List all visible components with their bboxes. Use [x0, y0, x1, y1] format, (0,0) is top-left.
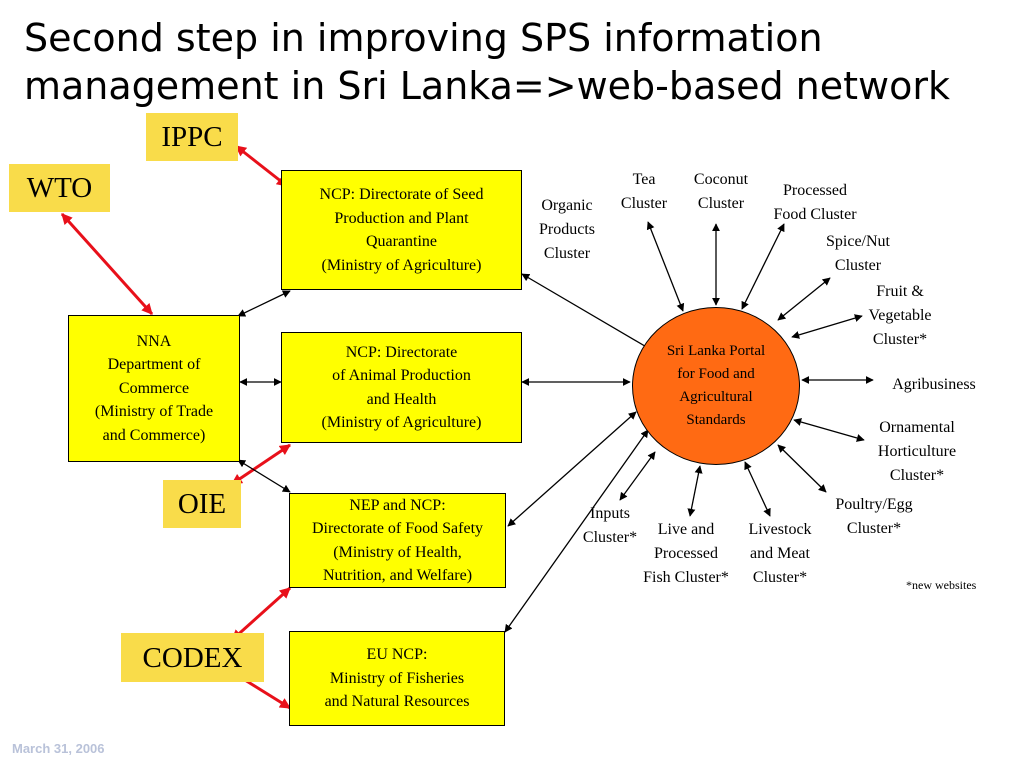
- cluster-organic: Organic Products Cluster: [539, 197, 595, 262]
- link-portal-livestock: [744, 461, 771, 517]
- cluster-coconut: Coconut Cluster: [693, 171, 749, 212]
- link-portal-fruit: [791, 314, 863, 339]
- seed-directorate-text: NCP: Directorate of Seed Production and …: [319, 186, 484, 274]
- link-portal-ornamental: [793, 418, 865, 442]
- link-oie-animal: [231, 443, 291, 486]
- link-codex-foodsafety: [230, 586, 292, 642]
- nna-text: NNA Department of Commerce (Ministry of …: [94, 332, 214, 444]
- cluster-inputs: Inputs Cluster*: [582, 505, 638, 546]
- new-websites-note: *new websites: [906, 578, 977, 592]
- link-seed-portal: [521, 273, 656, 353]
- cluster-livestock: Livestock and Meat Cluster*: [748, 521, 812, 586]
- link-nna-foodsafety: [237, 459, 291, 493]
- seed-directorate-box: NCP: Directorate of Seed Production and …: [281, 170, 522, 290]
- link-portal-poultry: [777, 444, 827, 493]
- link-portal-spice: [777, 277, 831, 321]
- eu-ncp-text: EU NCP: Ministry of Fisheries and Natura…: [324, 646, 470, 711]
- portal-hub-text: Sri Lanka Portal for Food and Agricultur…: [666, 343, 766, 428]
- link-wto-nna: [60, 212, 154, 316]
- cluster-tea: Tea Cluster: [620, 171, 668, 212]
- eu-ncp-box: EU NCP: Ministry of Fisheries and Natura…: [289, 631, 505, 726]
- wto-label: WTO: [9, 164, 110, 212]
- ippc-label: IPPC: [146, 113, 238, 161]
- footer-date: March 31, 2006: [12, 741, 105, 756]
- cluster-agribusiness: Agribusiness: [892, 376, 976, 393]
- animal-directorate-box: NCP: Directorate of Animal Production an…: [281, 332, 522, 443]
- cluster-fish: Live and Processed Fish Cluster*: [643, 521, 729, 586]
- link-portal-fish: [687, 465, 703, 517]
- animal-directorate-text: NCP: Directorate of Animal Production an…: [321, 343, 482, 432]
- link-portal-processed: [741, 223, 785, 310]
- oie-label: OIE: [163, 480, 241, 528]
- nna-box: NNA Department of Commerce (Ministry of …: [68, 315, 240, 462]
- portal-hub: Sri Lanka Portal for Food and Agricultur…: [632, 307, 800, 465]
- cluster-poultry-egg: Poultry/Egg Cluster*: [835, 496, 913, 537]
- food-safety-box: NEP and NCP: Directorate of Food Safety …: [289, 493, 506, 588]
- codex-label: CODEX: [121, 633, 264, 682]
- cluster-processed-food: Processed Food Cluster: [773, 182, 857, 223]
- link-portal-tea: [646, 221, 685, 312]
- slide-title: Second step in improving SPS information…: [24, 16, 950, 108]
- cluster-fruit-vegetable: Fruit & Vegetable Cluster*: [868, 283, 932, 348]
- cluster-spice-nut: Spice/Nut Cluster: [826, 233, 890, 274]
- food-safety-text: NEP and NCP: Directorate of Food Safety …: [311, 496, 484, 585]
- link-nna-seed: [237, 290, 291, 317]
- link-portal-inputs: [619, 451, 656, 501]
- cluster-ornamental: Ornamental Horticulture Cluster*: [877, 419, 957, 484]
- link-ippc-seed: [235, 144, 288, 188]
